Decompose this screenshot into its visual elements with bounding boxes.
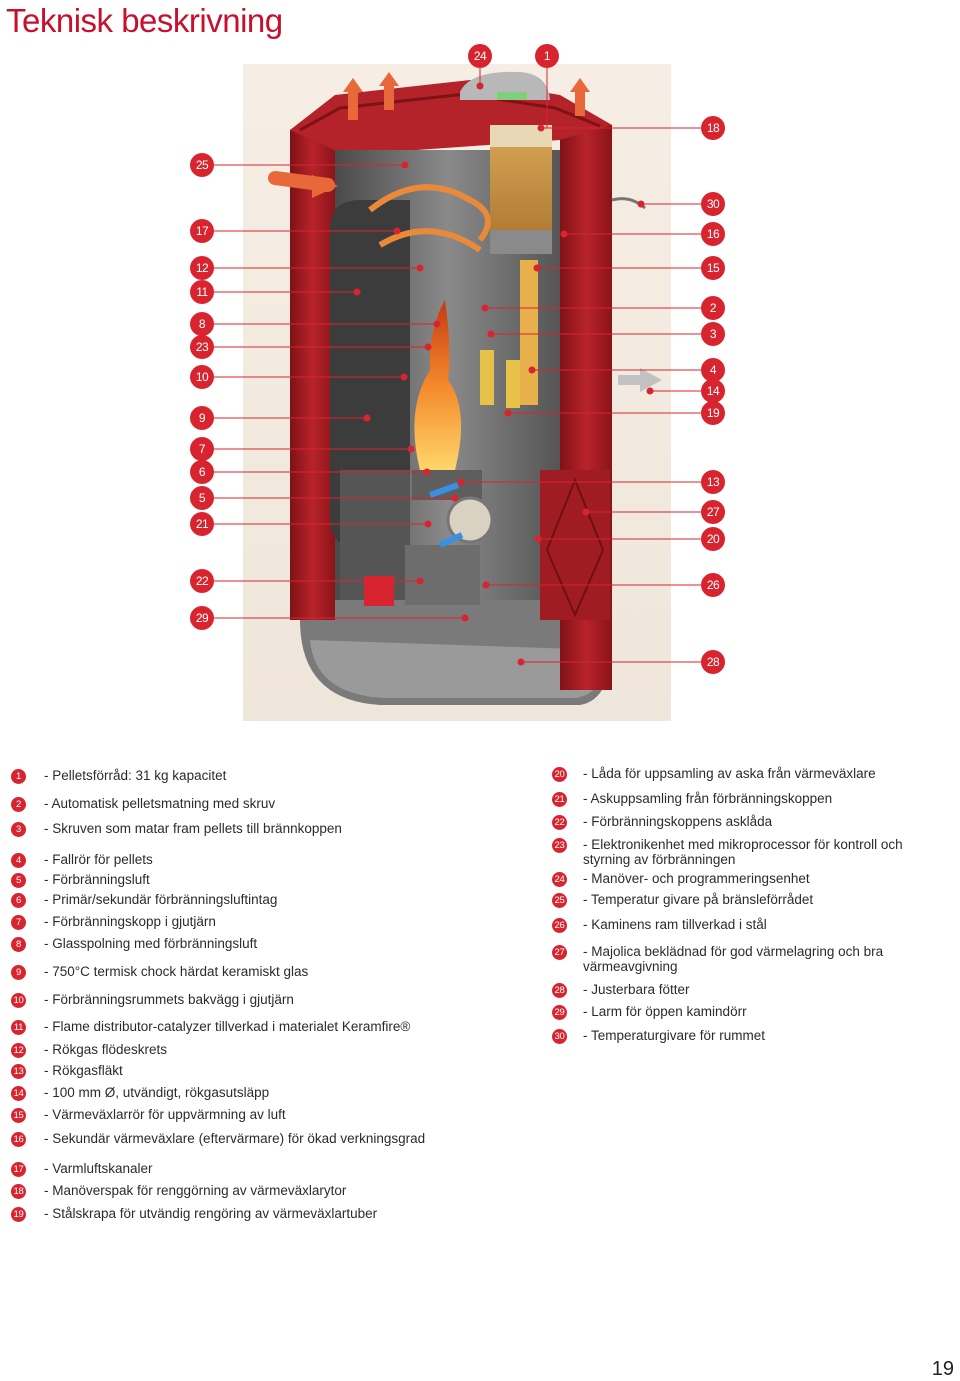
page-title: Teknisk beskrivning (6, 2, 283, 39)
legend-item-1: 1- Pelletsförråd: 31 kg kapacitet (11, 768, 226, 784)
callout-30: 30 (701, 192, 725, 216)
callout-4: 4 (701, 358, 725, 382)
legend-item-11: 11- Flame distributor-catalyzer tillverk… (11, 1019, 410, 1035)
callout-27: 27 (701, 500, 725, 524)
callout-12: 12 (190, 256, 214, 280)
callout-24: 24 (468, 44, 492, 68)
legend-item-8: 8- Glasspolning med förbränningsluft (11, 936, 257, 952)
callout-2: 2 (701, 296, 725, 320)
callout-29: 29 (190, 606, 214, 630)
legend-item-27: 27- Majolica beklädnad för god värmelagr… (552, 944, 883, 974)
legend-item-26: 26- Kaminens ram tillverkad i stål (552, 917, 767, 933)
callout-25: 25 (190, 153, 214, 177)
legend-item-30: 30- Temperaturgivare för rummet (552, 1028, 765, 1044)
legend-item-6: 6- Primär/sekundär förbränningsluftintag (11, 892, 277, 908)
callout-5: 5 (190, 486, 214, 510)
callout-20: 20 (701, 527, 725, 551)
callout-22: 22 (190, 569, 214, 593)
stove-illustration (214, 64, 701, 721)
callout-19: 19 (701, 401, 725, 425)
legend-item-15: 15- Värmeväxlarrör för uppvärmning av lu… (11, 1107, 286, 1123)
callout-7: 7 (190, 437, 214, 461)
legend-item-20: 20- Låda för uppsamling av aska från vär… (552, 766, 876, 782)
callout-9: 9 (190, 406, 214, 430)
callout-21: 21 (190, 512, 214, 536)
legend-item-13: 13- Rökgasfläkt (11, 1063, 123, 1079)
legend-item-25: 25- Temperatur givare på bränsleförrådet (552, 892, 813, 908)
legend-item-7: 7- Förbränningskopp i gjutjärn (11, 914, 216, 930)
legend-item-22: 22- Förbränningskoppens asklåda (552, 814, 772, 830)
legend-item-21: 21- Askuppsamling från förbränningskoppe… (552, 791, 832, 807)
legend-item-12: 12- Rökgas flödeskrets (11, 1042, 167, 1058)
callout-15: 15 (701, 256, 725, 280)
legend-item-10: 10- Förbränningsrummets bakvägg i gjutjä… (11, 992, 294, 1008)
callout-26: 26 (701, 573, 725, 597)
callout-23: 23 (190, 335, 214, 359)
callout-8: 8 (190, 312, 214, 336)
legend-item-16: 16- Sekundär värmeväxlare (eftervärmare)… (11, 1131, 425, 1147)
legend-item-23: 23- Elektronikenhet med mikroprocessor f… (552, 837, 903, 867)
page-number: 19 (931, 1358, 954, 1380)
callout-18: 18 (701, 116, 725, 140)
legend-item-18: 18- Manöverspak för renggörning av värme… (11, 1183, 346, 1199)
legend-item-5: 5- Förbränningsluft (11, 872, 150, 888)
callout-6: 6 (190, 460, 214, 484)
legend-item-29: 29- Larm för öppen kamindörr (552, 1004, 747, 1020)
callout-13: 13 (701, 470, 725, 494)
callout-28: 28 (701, 650, 725, 674)
callout-14: 14 (701, 379, 725, 403)
legend-item-17: 17- Varmluftskanaler (11, 1161, 153, 1177)
callout-17: 17 (190, 219, 214, 243)
legend-item-9: 9- 750°C termisk chock härdat keramiskt … (11, 964, 308, 980)
callout-3: 3 (701, 322, 725, 346)
legend-item-28: 28- Justerbara fötter (552, 982, 690, 998)
legend-item-2: 2- Automatisk pelletsmatning med skruv (11, 796, 275, 812)
legend-item-3: 3- Skruven som matar fram pellets till b… (11, 821, 342, 837)
legend-item-14: 14- 100 mm Ø, utvändigt, rökgasutsläpp (11, 1085, 269, 1101)
legend-item-24: 24- Manöver- och programmeringsenhet (552, 871, 810, 887)
callout-11: 11 (190, 280, 214, 304)
legend-item-19: 19- Stålskrapa för utvändig rengöring av… (11, 1206, 377, 1222)
callout-16: 16 (701, 222, 725, 246)
callout-10: 10 (190, 365, 214, 389)
stove-cutaway-diagram: 25 17 12 11 8 23 10 9 7 6 5 21 22 29 18 … (190, 44, 725, 721)
legend-item-4: 4- Fallrör för pellets (11, 852, 153, 868)
callout-1: 1 (535, 44, 559, 68)
